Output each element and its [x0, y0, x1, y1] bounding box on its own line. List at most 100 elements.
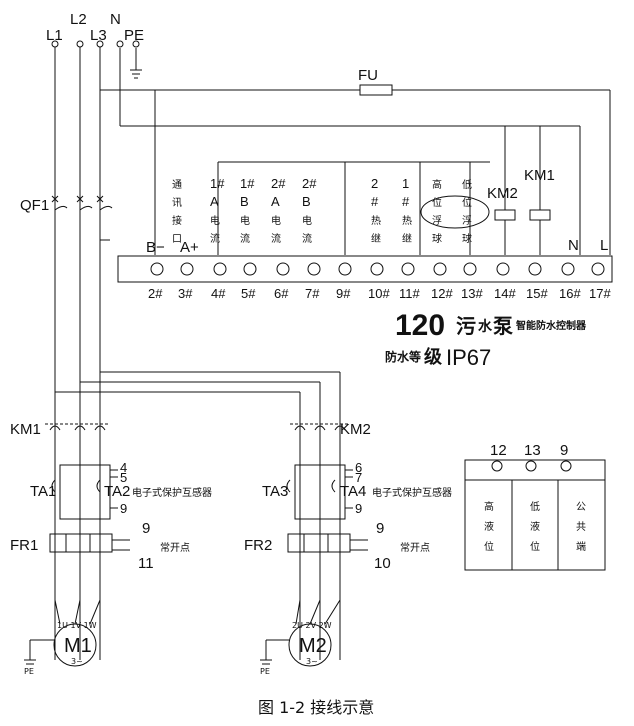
- vertical-label-comm: 讯: [172, 197, 182, 209]
- terminal-label: 3#: [178, 286, 193, 301]
- vertical-label-t13: 位: [462, 196, 472, 209]
- terminal-screw: [213, 262, 227, 276]
- rating-prefix: 防水等: [385, 349, 421, 364]
- float-switch-group: [420, 195, 490, 229]
- label-n: N: [110, 11, 121, 28]
- terminal-label: 10#: [368, 286, 390, 301]
- terminal-label: 9#: [336, 286, 351, 301]
- terminal-label: 17#: [589, 286, 611, 301]
- float-cell-char: 高: [484, 500, 494, 513]
- vertical-label-t4: A: [210, 194, 219, 209]
- terminal-label: 11#: [399, 286, 420, 301]
- vertical-label-t6: 流: [271, 232, 281, 245]
- label-qf1: QF1: [20, 197, 49, 214]
- vertical-label-t12: 高: [432, 178, 442, 191]
- motor2-fr-a: 9: [376, 520, 384, 537]
- label-bus-b: B−: [146, 239, 165, 256]
- motor2-sub: 3~: [306, 657, 318, 666]
- vertical-label-t6: 2#: [271, 176, 286, 191]
- terminal-label: 7#: [305, 286, 320, 301]
- float-cell-char: 位: [484, 540, 494, 553]
- vertical-label-t11: 继: [402, 232, 412, 245]
- motor2-term-b: 7: [355, 470, 362, 485]
- motor1-fr-a: 9: [142, 520, 150, 537]
- vertical-label-t10: 继: [371, 232, 381, 245]
- float-cell-char: 液: [530, 520, 540, 533]
- motor2-sensor: 电子式保护互感器: [372, 486, 452, 499]
- vertical-label-t13: 浮: [462, 215, 472, 227]
- float-cell-char: 位: [530, 540, 540, 553]
- float-cell-char: 液: [484, 520, 494, 533]
- controller-model: 120: [395, 309, 445, 342]
- terminal-screw: [528, 262, 542, 276]
- motor2-fr-b: 10: [374, 555, 391, 572]
- terminal-label: 4#: [211, 286, 226, 301]
- controller-title-b: 水: [478, 318, 493, 335]
- vertical-label-t5: 1#: [240, 176, 255, 191]
- vertical-label-t6: A: [271, 194, 280, 209]
- terminal-screw: [401, 262, 415, 276]
- motor1-term-b: 5: [120, 470, 127, 485]
- rating-code: IP67: [446, 345, 491, 370]
- float-cell-char: 共: [576, 521, 586, 533]
- terminal-screw: [463, 262, 477, 276]
- motor1-phases: 1U 1V 1W: [57, 621, 97, 630]
- terminal-label: 12#: [431, 286, 453, 301]
- label-l2: L2: [70, 11, 87, 28]
- terminal-screw: [180, 262, 194, 276]
- vertical-label-t4: 电: [210, 214, 220, 227]
- label-fu: FU: [358, 67, 378, 84]
- terminal-screw: [307, 262, 321, 276]
- float-cell-char: 公: [576, 502, 586, 513]
- terminal-label: 14#: [494, 286, 516, 301]
- motor1-group: KM1 TA1 TA2 电子式保护互感器 4 5 9: [10, 421, 212, 676]
- vertical-label-t5: 流: [240, 232, 250, 245]
- motor1-ta-right: TA2: [104, 483, 130, 500]
- vertical-label-t12: 位: [432, 196, 442, 209]
- terminal-screw: [496, 262, 510, 276]
- vertical-label-t11: 热: [402, 214, 412, 227]
- terminal-screw: [150, 262, 164, 276]
- motor2-term-a: 6: [355, 460, 362, 475]
- label-bus-a: A+: [180, 239, 199, 256]
- motor1-sensor: 电子式保护互感器: [132, 486, 212, 499]
- motor2-km: KM2: [340, 421, 371, 438]
- label-km2: KM2: [487, 185, 518, 202]
- float-cell-char: 低: [530, 500, 540, 513]
- motor2-label: M2: [299, 635, 327, 657]
- terminal-label: 15#: [526, 286, 548, 301]
- controller-title-d: 智能防水控制器: [516, 319, 587, 332]
- terminal-screw: [338, 262, 352, 276]
- vertical-label-t11: #: [402, 194, 410, 209]
- vertical-label-t10: 2: [371, 176, 378, 191]
- motor1-nc: 常开点: [160, 541, 190, 554]
- float-term-label: 9: [560, 442, 568, 459]
- vertical-label-t5: 电: [240, 214, 250, 227]
- motor1-ta-left: TA1: [30, 483, 56, 500]
- motor1-pe: PE: [24, 667, 34, 676]
- terminal-label: 6#: [274, 286, 289, 301]
- rating-grade: 级: [424, 346, 443, 368]
- motor1-fr-b: 11: [138, 555, 154, 572]
- vertical-label-t7: 流: [302, 232, 312, 245]
- label-l1: L1: [46, 27, 63, 44]
- vertical-label-t11: 1: [402, 176, 409, 191]
- label-pe: PE: [124, 27, 144, 44]
- terminal-screw: [433, 262, 447, 276]
- vertical-label-t13: 低: [462, 178, 472, 191]
- motor2-fr: FR2: [244, 537, 272, 554]
- vertical-label-t13: 球: [462, 232, 472, 245]
- motor1-sub: 3~: [71, 657, 83, 666]
- km1-coil: [529, 209, 551, 221]
- motor1-term-a: 4: [120, 460, 127, 475]
- vertical-label-t12: 球: [432, 232, 442, 245]
- motor1-km: KM1: [10, 421, 41, 438]
- controller-title-a: 污: [456, 314, 476, 338]
- terminal-label: 13#: [461, 286, 483, 301]
- motor1-label: M1: [64, 635, 92, 657]
- vertical-label-t4: 流: [210, 232, 220, 245]
- km2-coil: [494, 209, 516, 221]
- terminal-label: 16#: [559, 286, 581, 301]
